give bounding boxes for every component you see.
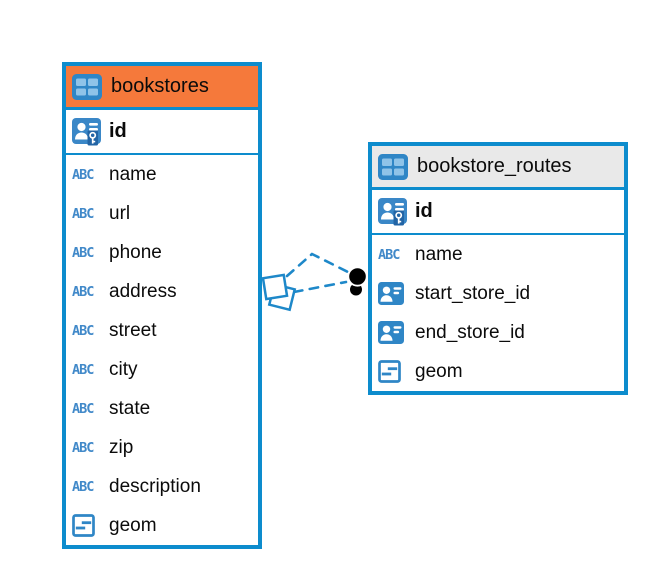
column-row[interactable]: geom	[372, 352, 624, 391]
abc-text-icon: ABC	[72, 400, 94, 417]
relation-line-lower	[292, 280, 348, 294]
contact-card-icon	[378, 321, 404, 344]
column-type-icon-box: ABC	[72, 284, 102, 300]
column-name: description	[109, 475, 201, 497]
column-row[interactable]: ABC zip	[66, 428, 258, 467]
column-type-icon-box: ABC	[72, 401, 102, 417]
column-name: geom	[415, 360, 463, 382]
table-title: bookstores	[111, 75, 209, 97]
column-name: url	[109, 202, 131, 224]
primary-key-row[interactable]: id	[66, 110, 258, 155]
relation-line-group[interactable]	[261, 252, 368, 312]
column-type-icon-box	[378, 321, 408, 344]
abc-text-icon: ABC	[72, 322, 94, 339]
column-type-icon-box	[72, 514, 102, 537]
column-name: phone	[109, 241, 162, 263]
column-name: name	[415, 243, 463, 265]
person-key-icon	[378, 197, 407, 225]
abc-text-icon: ABC	[72, 205, 94, 222]
column-name: end_store_id	[415, 321, 525, 343]
column-name: name	[109, 163, 157, 185]
abc-text-icon: ABC	[72, 166, 94, 183]
column-row[interactable]: ABC state	[66, 389, 258, 428]
column-type-icon-box: ABC	[72, 440, 102, 456]
column-type-icon-box: ABC	[72, 206, 102, 222]
overlapping-squares-marker	[261, 273, 297, 312]
primary-key-icon-box	[378, 197, 408, 226]
column-name: start_store_id	[415, 282, 531, 304]
primary-key-name: id	[415, 200, 433, 222]
column-row[interactable]: ABC street	[66, 311, 258, 350]
table-header-bookstores[interactable]: bookstores	[66, 66, 258, 110]
column-name: state	[109, 397, 151, 419]
column-list: ABC name ABC url ABC phone ABC address A…	[66, 155, 258, 545]
abc-text-icon: ABC	[72, 244, 94, 261]
column-row[interactable]: ABC phone	[66, 233, 258, 272]
abc-text-icon: ABC	[72, 361, 94, 378]
geometry-dash-icon	[72, 514, 95, 537]
column-type-icon-box: ABC	[72, 323, 102, 339]
column-list: ABC name start_store_id end_store_id geo…	[372, 235, 624, 391]
table-header-bookstore-routes[interactable]: bookstore_routes	[372, 146, 624, 190]
column-row[interactable]: ABC address	[66, 272, 258, 311]
table-node-bookstore-routes[interactable]: bookstore_routes id ABC name	[368, 142, 628, 395]
column-type-icon-box	[378, 360, 408, 383]
abc-text-icon: ABC	[378, 246, 400, 263]
column-type-icon-box: ABC	[72, 167, 102, 183]
table-icon	[378, 153, 408, 180]
black-dot-marker	[347, 266, 368, 296]
column-name: address	[109, 280, 177, 302]
primary-key-name: id	[109, 120, 127, 142]
column-row[interactable]: start_store_id	[372, 274, 624, 313]
column-name: zip	[109, 436, 134, 458]
column-row[interactable]: ABC city	[66, 350, 258, 389]
column-type-icon-box: ABC	[72, 245, 102, 261]
primary-key-icon-box	[72, 117, 102, 146]
abc-text-icon: ABC	[72, 283, 94, 300]
column-row[interactable]: geom	[66, 506, 258, 545]
abc-text-icon: ABC	[72, 478, 94, 495]
relation-line-upper	[285, 252, 352, 278]
column-name: city	[109, 358, 138, 380]
column-row[interactable]: end_store_id	[372, 313, 624, 352]
column-row[interactable]: ABC url	[66, 194, 258, 233]
table-node-bookstores[interactable]: bookstores id ABC name	[62, 62, 262, 549]
column-type-icon-box	[378, 282, 408, 305]
primary-key-row[interactable]: id	[372, 190, 624, 235]
column-type-icon-box: ABC	[72, 479, 102, 495]
contact-card-icon	[378, 282, 404, 305]
table-icon	[72, 73, 102, 100]
column-name: street	[109, 319, 157, 341]
person-key-icon	[72, 117, 101, 145]
column-row[interactable]: ABC name	[66, 155, 258, 194]
table-title: bookstore_routes	[417, 155, 572, 177]
column-row[interactable]: ABC name	[372, 235, 624, 274]
geometry-dash-icon	[378, 360, 401, 383]
column-type-icon-box: ABC	[378, 247, 408, 263]
column-name: geom	[109, 514, 157, 536]
column-type-icon-box: ABC	[72, 362, 102, 378]
column-row[interactable]: ABC description	[66, 467, 258, 506]
abc-text-icon: ABC	[72, 439, 94, 456]
